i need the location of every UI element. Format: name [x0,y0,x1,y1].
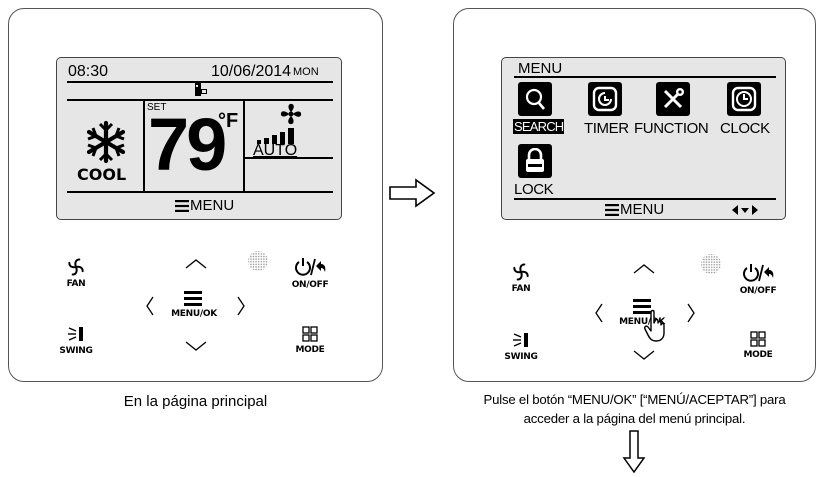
snowflake-icon [86,120,126,164]
menu-list-icon [175,200,189,212]
menu-bottom-divider [514,198,776,200]
menu-label: MENU [190,197,235,214]
vertical-divider-2 [243,99,245,191]
set-temperature: 79 [148,103,227,186]
swing-button-icon[interactable] [67,325,85,343]
function-menu-item[interactable] [656,82,690,116]
onoff-button-label-right[interactable]: ON/OFF [739,286,777,296]
day-display: MON [293,66,319,78]
menu-title-divider [514,76,776,78]
menu-ok-button-label[interactable]: MENU/OK [171,309,217,319]
fan-mode-label: AUTO [253,142,298,159]
date-display: 10/06/2014 [211,63,292,80]
fan-divider [243,157,333,159]
down-arrow-button-right[interactable] [632,349,656,361]
search-icon [525,88,545,110]
right-arrow-button-right[interactable] [686,302,696,324]
mid-divider [67,99,333,101]
search-label[interactable]: SEARCH [513,119,565,134]
fan-button-icon[interactable] [66,257,86,277]
mode-button-label[interactable]: MODE [295,345,325,355]
menu-title: MENU [518,60,563,77]
swing-button-icon-right[interactable] [512,331,530,349]
left-arrow-button-right[interactable] [594,302,604,324]
swing-button-label[interactable]: SWING [59,346,93,356]
left-caption: En la página principal [123,393,268,410]
sensor-dot-icon-right [701,254,721,274]
time-display: 08:30 [68,63,109,80]
fan-button-label-right[interactable]: FAN [511,284,531,294]
function-label[interactable]: FUNCTION [634,120,709,137]
function-icon [663,88,684,109]
left-lcd-screen: 08:30 10/06/2014 MON COOL SET 79 °F [56,57,342,220]
mode-button-icon[interactable] [302,326,318,342]
filter-status-icon [195,83,207,96]
timer-menu-item[interactable] [588,82,622,116]
clock-label[interactable]: CLOCK [720,120,770,137]
sensor-dot-icon [248,251,268,271]
right-lcd-screen: MENU SEARCH TIMER FUNCTION CLOCK [501,57,786,220]
clock-icon [731,86,757,112]
up-arrow-button-right[interactable] [632,263,656,275]
right-caption-line-1: Pulse el botón “MENU/OK” [“MENÚ/ACEPTAR”… [483,392,786,407]
swing-button-label-right[interactable]: SWING [504,352,538,362]
mode-label: COOL [77,165,127,184]
fan-button-icon-right[interactable] [511,262,531,282]
up-arrow-button[interactable] [184,258,208,270]
temperature-unit: °F [218,110,239,132]
power-back-icon-right[interactable] [741,263,775,283]
timer-label[interactable]: TIMER [584,120,629,137]
fan-icon [280,103,302,125]
menu-label-right: MENU [620,201,665,218]
pointing-hand-icon [644,309,665,342]
vertical-divider-1 [143,99,145,191]
onoff-button-label[interactable]: ON/OFF [291,280,329,290]
fan-speed-bars [257,128,297,144]
top-divider [67,81,333,83]
clock-menu-item[interactable] [727,82,761,116]
set-label: SET [147,102,167,113]
transition-arrow-icon [389,178,436,208]
menu-ok-list-icon[interactable] [184,291,202,306]
power-back-icon[interactable] [293,257,327,277]
lock-icon [526,148,544,172]
mode-button-icon-right[interactable] [750,331,766,347]
menu-ok-list-icon-right[interactable] [633,299,651,314]
lock-label[interactable]: LOCK [514,181,554,198]
menu-ok-button-label-right[interactable]: MENU/OK [619,317,665,327]
bottom-divider [67,191,333,193]
down-arrow-icon [622,430,646,474]
navigation-arrows-icon [732,205,758,215]
right-caption-line-2: acceder a la página del menú principal. [523,411,746,426]
fan-button-label[interactable]: FAN [66,279,86,289]
search-menu-item[interactable] [518,82,552,116]
right-arrow-button[interactable] [236,295,246,317]
mode-button-label-right[interactable]: MODE [743,350,773,360]
down-arrow-button[interactable] [184,340,208,352]
left-arrow-button[interactable] [145,295,155,317]
menu-list-icon [605,204,619,216]
timer-icon [592,86,618,112]
lock-menu-item[interactable] [518,144,552,178]
